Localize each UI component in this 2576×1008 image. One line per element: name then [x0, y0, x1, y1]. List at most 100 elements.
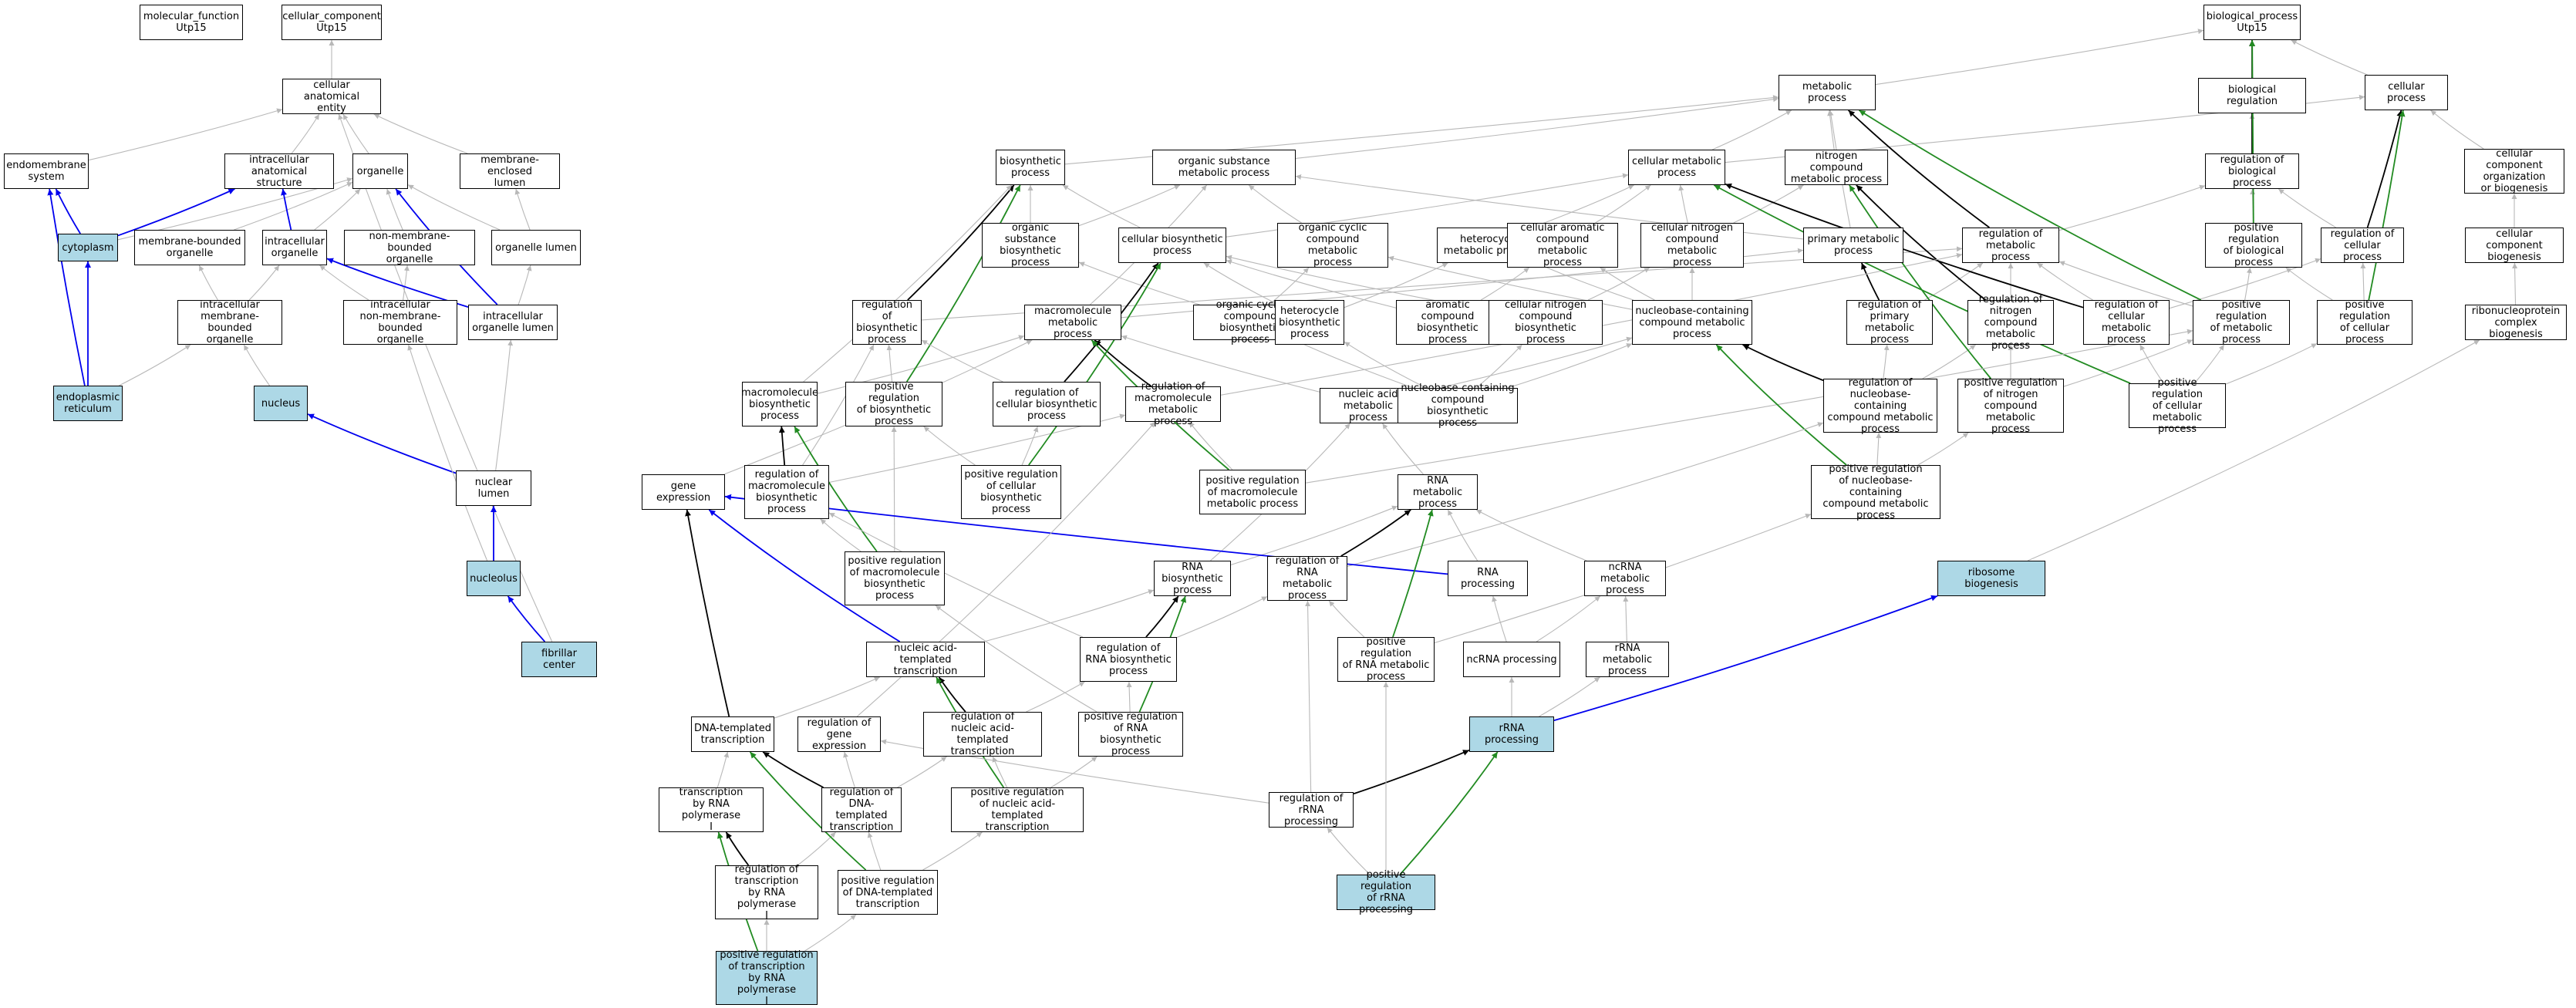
go-term-node-cncbp[interactable]: cellular nitrogen compound biosynthetic … — [1489, 299, 1603, 346]
go-term-node-org[interactable]: organelle — [352, 153, 408, 189]
go-term-node-acbp[interactable]: aromatic compound biosynthetic process — [1396, 299, 1499, 346]
go-term-node-rrnametp[interactable]: rRNA metabolic process — [1586, 642, 1669, 677]
edge-rtrp1-to-rdtt — [797, 831, 837, 866]
edge-prmp-to-mp — [1858, 110, 2202, 301]
edge-rnabp-to-rnamp — [1230, 505, 1398, 565]
go-term-node-rb[interactable]: ribosome biogenesis — [1937, 561, 2045, 596]
go-term-node-ol[interactable]: organelle lumen — [491, 230, 581, 265]
go-term-node-prmp[interactable]: positive regulation of metabolic process — [2193, 299, 2290, 346]
go-term-node-nlum[interactable]: nuclear lumen — [456, 470, 531, 506]
go-term-node-rtrp1[interactable]: regulation of transcription by RNA polym… — [715, 864, 818, 922]
go-term-node-trp1[interactable]: transcription by RNA polymerase I — [659, 787, 764, 833]
go-term-node-nol[interactable]: nucleolus — [467, 561, 521, 596]
go-term-node-mmp[interactable]: macromolecule metabolic process — [1024, 305, 1121, 340]
go-term-node-cyto[interactable]: cytoplasm — [58, 234, 118, 261]
go-term-node-rdtt[interactable]: regulation of DNA-templated transcriptio… — [821, 787, 902, 833]
go-term-node-mf[interactable]: molecular_function Utp15 — [140, 5, 243, 40]
go-term-node-ge[interactable]: gene expression — [642, 474, 725, 510]
go-term-node-prrrnap[interactable]: positive regulation of rRNA processing — [1337, 869, 1435, 915]
go-term-node-cae[interactable]: cellular anatomical entity — [282, 79, 381, 114]
go-term-node-io[interactable]: intracellular organelle — [262, 230, 327, 265]
go-term-node-prcmp[interactable]: positive regulation of cellular metaboli… — [2129, 377, 2226, 435]
go-term-node-rprmp[interactable]: regulation of primary metabolic process — [1846, 299, 1933, 346]
go-term-node-prdtt[interactable]: positive regulation of DNA-templated tra… — [838, 870, 938, 915]
go-term-node-cbp[interactable]: cellular biosynthetic process — [1118, 228, 1226, 263]
go-term-node-rmbp[interactable]: regulation of macromolecule biosynthetic… — [744, 465, 829, 519]
go-term-node-rcp[interactable]: regulation of cellular process — [2321, 228, 2404, 263]
go-term-node-breg[interactable]: biological regulation — [2198, 78, 2306, 113]
go-term-node-rcmp[interactable]: regulation of cellular metabolic process — [2083, 299, 2170, 346]
go-term-node-cc[interactable]: cellular_component Utp15 — [282, 5, 382, 40]
go-term-node-cncmp[interactable]: cellular nitrogen compound metabolic pro… — [1640, 222, 1744, 268]
go-term-node-rnbcmp[interactable]: regulation of nucleobase-containing comp… — [1823, 377, 1937, 435]
go-term-node-occmp[interactable]: organic cyclic compound metabolic proces… — [1277, 222, 1388, 268]
go-term-node-ias[interactable]: intracellular anatomical structure — [224, 153, 334, 189]
go-term-node-imbo[interactable]: intracellular membrane-bounded organelle — [177, 299, 282, 346]
go-term-node-fc[interactable]: fibrillar center — [521, 642, 597, 677]
go-term-node-prrnabp[interactable]: positive regulation of RNA biosynthetic … — [1078, 711, 1183, 757]
go-term-node-prbp[interactable]: positive regulation of biological proces… — [2205, 222, 2302, 268]
go-term-node-rmmp[interactable]: regulation of macromolecule metabolic pr… — [1125, 381, 1221, 427]
go-term-node-rrnamp[interactable]: regulation of RNA metabolic process — [1267, 555, 1347, 602]
go-term-node-rnabp[interactable]: RNA biosynthetic process — [1154, 561, 1231, 596]
go-term-node-rnatt[interactable]: regulation of nucleic acid-templated tra… — [923, 711, 1042, 757]
go-term-node-rnamp[interactable]: RNA metabolic process — [1398, 474, 1478, 510]
go-term-node-osbp[interactable]: organic substance biosynthetic process — [982, 222, 1079, 268]
go-term-node-rge[interactable]: regulation of gene expression — [797, 716, 881, 752]
go-term-node-rbp[interactable]: regulation of biological process — [2205, 153, 2299, 189]
go-term-node-prmbp[interactable]: positive regulation of macromolecule bio… — [845, 551, 945, 605]
go-term-node-cacmp[interactable]: cellular aromatic compound metabolic pro… — [1507, 222, 1618, 268]
go-term-node-rmp[interactable]: regulation of metabolic process — [1962, 228, 2059, 263]
go-term-node-prnbcmp[interactable]: positive regulation of nucleobase-contai… — [1811, 464, 1940, 521]
go-term-node-er[interactable]: endoplasmic reticulum — [53, 386, 123, 421]
go-term-node-mp[interactable]: metabolic process — [1779, 75, 1876, 110]
go-term-node-rrrnap[interactable]: regulation of rRNA processing — [1269, 792, 1354, 828]
go-term-node-mel[interactable]: membrane-enclosed lumen — [460, 153, 560, 189]
go-term-node-natt[interactable]: nucleic acid-templated transcription — [866, 642, 985, 677]
go-term-node-mbo[interactable]: membrane-bounded organelle — [134, 230, 245, 265]
go-term-node-osmp[interactable]: organic substance metabolic process — [1152, 150, 1296, 185]
go-term-node-nuc[interactable]: nucleus — [254, 386, 308, 421]
go-term-node-nmbo[interactable]: non-membrane-bounded organelle — [344, 230, 475, 265]
go-term-node-ccb[interactable]: cellular component biogenesis — [2465, 228, 2564, 263]
go-term-node-ncrnap[interactable]: ncRNA processing — [1463, 642, 1560, 677]
go-term-node-rcbp[interactable]: regulation of cellular biosynthetic proc… — [993, 382, 1101, 426]
go-term-node-endo[interactable]: endomembrane system — [4, 153, 89, 189]
go-term-node-prmmp[interactable]: positive regulation of macromolecule met… — [1199, 470, 1306, 514]
go-term-node-dtt[interactable]: DNA-templated transcription — [691, 716, 774, 752]
edge-prdtt-to-prnatt — [922, 831, 983, 871]
go-term-node-hbp[interactable]: heterocycle biosynthetic process — [1275, 300, 1344, 345]
go-term-node-cp[interactable]: cellular process — [2365, 75, 2448, 110]
go-term-node-inmbo[interactable]: intracellular non-membrane-bounded organ… — [343, 299, 457, 346]
go-term-node-rrnabp[interactable]: regulation of RNA biosynthetic process — [1080, 637, 1177, 682]
go-term-node-occbp[interactable]: organic cyclic compound biosynthetic pro… — [1193, 299, 1307, 346]
go-term-node-nbcbp[interactable]: nucleobase-containing compound biosynthe… — [1398, 383, 1518, 429]
go-term-node-prrnamp[interactable]: positive regulation of RNA metabolic pro… — [1337, 636, 1435, 683]
go-term-node-ncmp[interactable]: nitrogen compound metabolic process — [1785, 150, 1888, 185]
go-term-node-cmp[interactable]: cellular metabolic process — [1628, 150, 1725, 185]
go-term-node-prtrp1[interactable]: positive regulation of transcription by … — [716, 949, 818, 1007]
go-term-node-ccob[interactable]: cellular component organization or bioge… — [2464, 148, 2564, 194]
edge-rdtt-to-rge — [843, 751, 855, 788]
go-term-node-prcp[interactable]: positive regulation of cellular process — [2317, 299, 2412, 346]
go-term-node-prnatt[interactable]: positive regulation of nucleic acid-temp… — [951, 787, 1084, 833]
go-term-node-rrnap[interactable]: rRNA processing — [1469, 716, 1554, 752]
go-term-node-biosyn[interactable]: biosynthetic process — [996, 150, 1065, 185]
go-term-node-bp[interactable]: biological_process Utp15 — [2203, 5, 2301, 40]
edge-rnpcb-to-ccb — [2512, 262, 2518, 305]
go-term-node-rbsp[interactable]: regulation of biosynthetic process — [852, 299, 922, 346]
go-term-node-iol[interactable]: intracellular organelle lumen — [468, 305, 558, 340]
go-term-node-rnap[interactable]: RNA processing — [1448, 561, 1528, 596]
edge-cncmp-to-ncmp — [1733, 184, 1804, 224]
edge-rmmp-to-rmp — [1220, 252, 1963, 396]
go-term-node-prncmp[interactable]: positive regulation of nitrogen compound… — [1957, 377, 2064, 435]
go-term-node-nbcmp[interactable]: nucleobase-containing compound metabolic… — [1632, 300, 1752, 345]
go-term-node-mbsp[interactable]: macromolecule biosynthetic process — [741, 382, 818, 426]
go-term-node-ncrnamp[interactable]: ncRNA metabolic process — [1584, 561, 1666, 596]
go-term-node-rnpcb[interactable]: ribonucleoprotein complex biogenesis — [2465, 305, 2567, 340]
go-term-node-pmp[interactable]: primary metabolic process — [1803, 228, 1903, 263]
go-term-node-prbsp[interactable]: positive regulation of biosynthetic proc… — [845, 381, 942, 427]
go-term-node-prcbp[interactable]: positive regulation of cellular biosynth… — [961, 465, 1061, 519]
go-term-node-rncmp[interactable]: regulation of nitrogen compound metaboli… — [1967, 294, 2054, 352]
